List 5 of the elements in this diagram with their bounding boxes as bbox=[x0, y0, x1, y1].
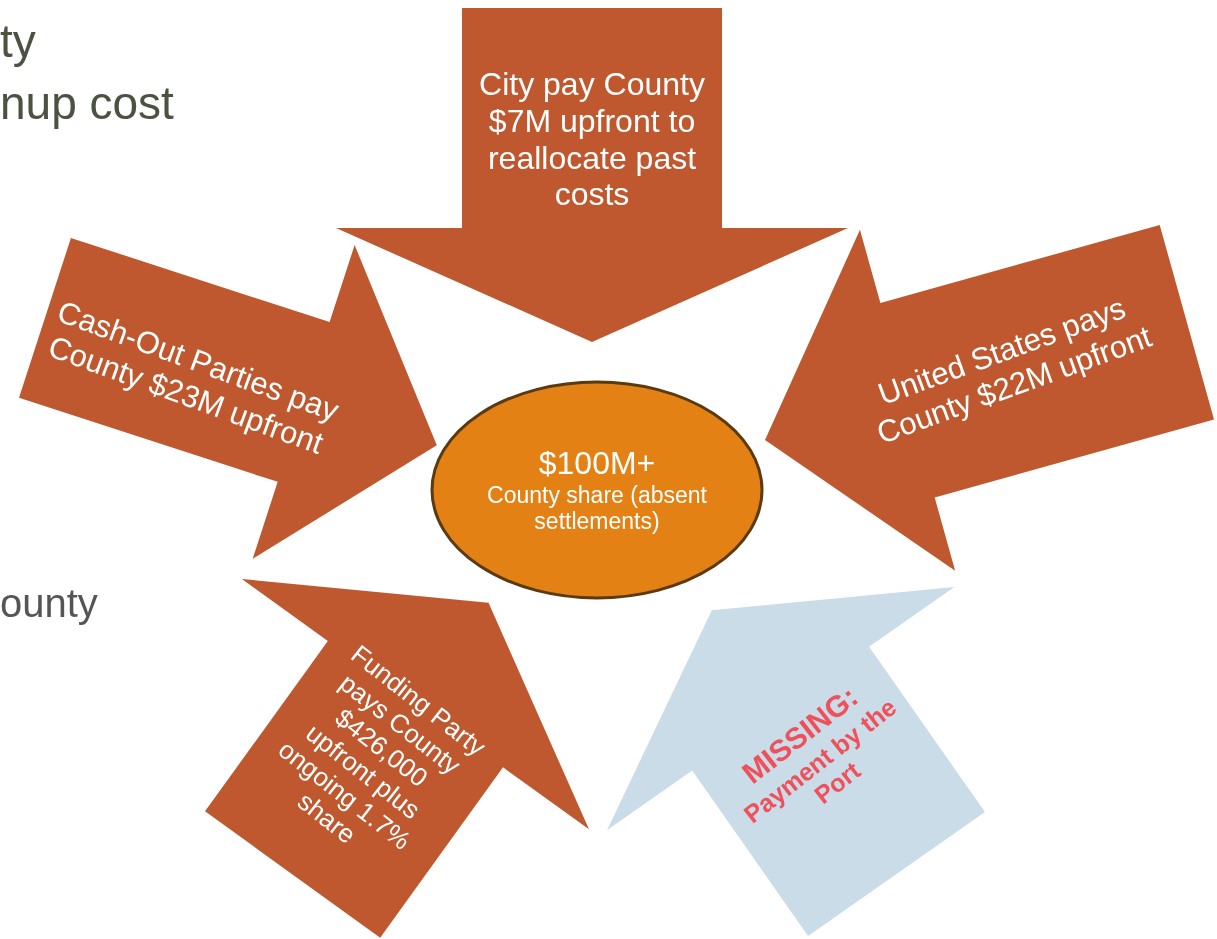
arrow-text: United States pays County $22M upfront bbox=[870, 289, 1157, 452]
arrow-text: City pay County $7M upfront to reallocate past costs bbox=[478, 66, 706, 214]
arrow-text: $100M+ bbox=[538, 445, 656, 482]
heading-fragment: ounty bbox=[0, 583, 98, 623]
sub-text: County share (absent settlements) bbox=[487, 481, 707, 535]
